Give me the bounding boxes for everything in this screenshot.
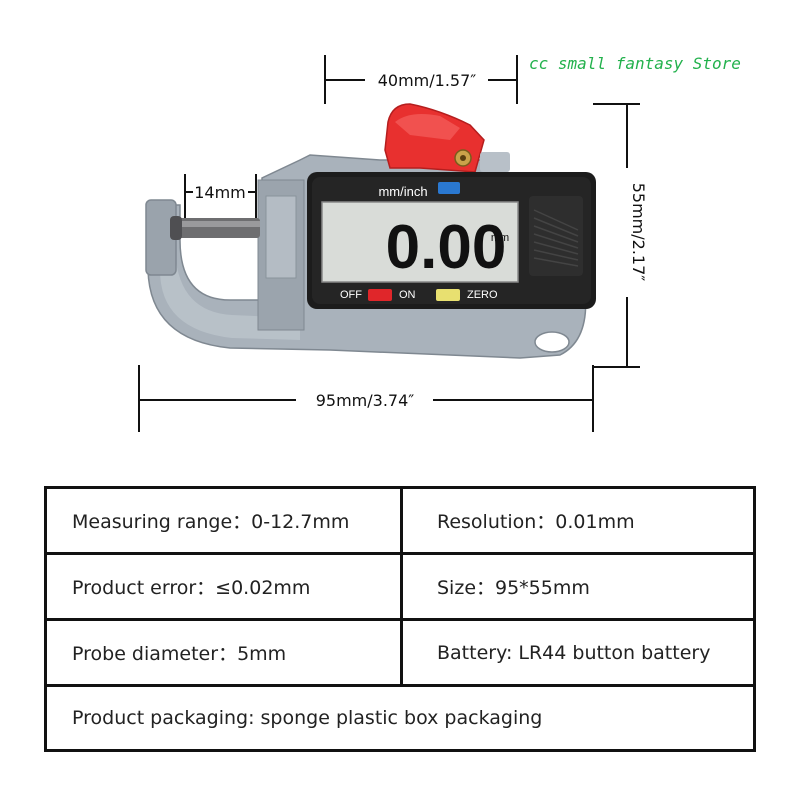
spec-measuring-range: Measuring range：0-12.7mm bbox=[47, 489, 403, 552]
dimension-lines bbox=[138, 55, 640, 432]
spec-row: Probe diameter：5mm Battery: LR44 button … bbox=[47, 621, 753, 687]
spec-table: Measuring range：0-12.7mm Resolution：0.01… bbox=[44, 486, 756, 752]
spec-resolution: Resolution：0.01mm bbox=[437, 511, 635, 533]
spec-packaging: Product packaging: sponge plastic box pa… bbox=[72, 707, 543, 729]
dim-height: 55mm/2.17″ bbox=[629, 183, 648, 282]
dim-top-width: 40mm/1.57″ bbox=[378, 71, 477, 90]
unit-switch-label: mm/inch bbox=[378, 184, 427, 199]
spec-row: Product packaging: sponge plastic box pa… bbox=[47, 687, 753, 749]
off-label: OFF bbox=[340, 289, 362, 301]
off-on-button[interactable] bbox=[368, 289, 392, 301]
probe bbox=[170, 216, 260, 240]
lcd-screen bbox=[321, 201, 519, 283]
spec-product-error: Product error：≤0.02mm bbox=[47, 555, 403, 618]
spec-row: Measuring range：0-12.7mm Resolution：0.01… bbox=[47, 489, 753, 555]
spec-size: Size：95*55mm bbox=[437, 577, 590, 599]
spec-battery: Battery: LR44 button battery bbox=[437, 641, 711, 664]
on-label: ON bbox=[399, 289, 416, 301]
dim-total-width: 95mm/3.74″ bbox=[316, 391, 415, 410]
dim-jaw-depth: 14mm bbox=[194, 183, 246, 202]
lever bbox=[384, 103, 510, 173]
zero-button[interactable] bbox=[436, 289, 460, 301]
store-name: cc small fantasy Store bbox=[529, 54, 741, 73]
product-figure: 40mm/1.57″ 14mm 55mm/2.17″ 95mm/3.74″ bbox=[138, 55, 648, 432]
unit-switch-button[interactable] bbox=[438, 182, 460, 194]
spec-row: Product error：≤0.02mm Size：95*55mm bbox=[47, 555, 753, 621]
zero-label: ZERO bbox=[467, 289, 498, 301]
lcd-reading: 0.00 bbox=[386, 213, 507, 282]
lcd-reading-unit: mm bbox=[491, 232, 509, 244]
spec-probe-diameter: Probe diameter：5mm bbox=[47, 621, 403, 684]
